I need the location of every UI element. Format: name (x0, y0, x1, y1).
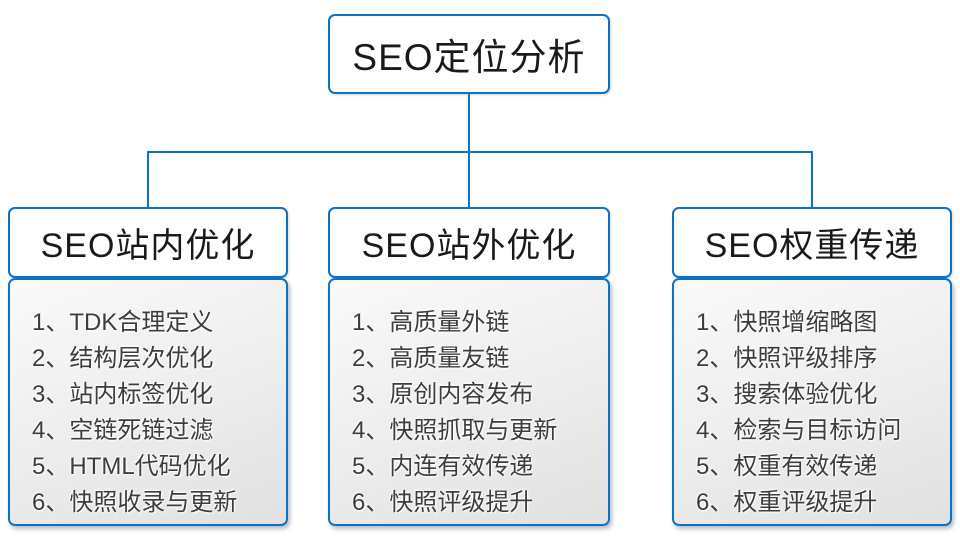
connector-drop-middle (468, 151, 470, 207)
list-item: 4、检索与目标访问 (696, 417, 902, 444)
connector-horizontal (147, 151, 813, 153)
list-item: 4、快照抓取与更新 (352, 417, 558, 444)
connector-drop-left (147, 151, 149, 207)
list-item: 6、快照评级提升 (352, 489, 534, 516)
branch-onsite-list: 1、TDK合理定义 2、结构层次优化 3、站内标签优化 4、空链死链过滤 5、HTML代… (8, 278, 288, 526)
list-item: 3、原创内容发布 (352, 381, 534, 408)
list-item: 3、站内标签优化 (32, 381, 214, 408)
branch-weight-title: SEO权重传递 (704, 227, 920, 265)
connector-drop-right (811, 151, 813, 207)
list-item: 2、快照评级排序 (696, 345, 878, 372)
list-item: 5、内连有效传递 (352, 453, 534, 480)
branch-offsite-list: 1、高质量外链 2、高质量友链 3、原创内容发布 4、快照抓取与更新 5、内连有效传递 6… (328, 278, 610, 526)
root-node-label: SEO定位分析 (352, 37, 586, 78)
list-item: 5、HTML代码优化 (32, 453, 231, 480)
branch-weight-header: SEO权重传递 (672, 207, 952, 278)
connector-root-stem (468, 94, 470, 152)
branch-onsite-title: SEO站内优化 (40, 227, 256, 265)
list-item: 4、空链死链过滤 (32, 417, 214, 444)
list-item: 2、高质量友链 (352, 345, 510, 372)
list-item: 1、TDK合理定义 (32, 309, 214, 336)
list-item: 3、搜索体验优化 (696, 381, 878, 408)
list-item: 6、快照收录与更新 (32, 489, 238, 516)
branch-offsite-header: SEO站外优化 (328, 207, 610, 278)
list-item: 6、权重评级提升 (696, 489, 878, 516)
branch-onsite-header: SEO站内优化 (8, 207, 288, 278)
list-item: 5、权重有效传递 (696, 453, 878, 480)
branch-weight-list: 1、快照增缩略图 2、快照评级排序 3、搜索体验优化 4、检索与目标访问 5、权重有效传… (672, 278, 952, 526)
list-item: 1、快照增缩略图 (696, 309, 878, 336)
list-item: 2、结构层次优化 (32, 345, 214, 372)
root-node: SEO定位分析 (328, 14, 610, 94)
branch-offsite-title: SEO站外优化 (361, 227, 577, 265)
list-item: 1、高质量外链 (352, 309, 510, 336)
